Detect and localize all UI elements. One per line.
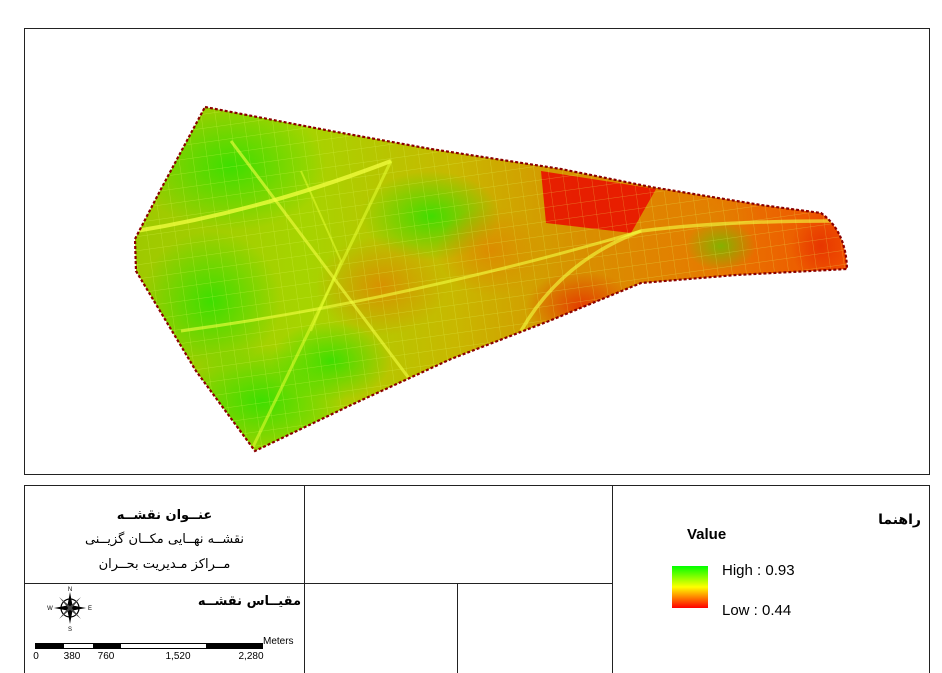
legend-field-name: Value [687, 526, 727, 543]
south-label: S [68, 627, 72, 632]
map-frame [24, 28, 930, 475]
map-title-line-2: مــراکز مـدیریت بحــران [98, 557, 231, 572]
scale-tick: 0 [33, 651, 39, 662]
north-label: N [68, 587, 72, 593]
divider [457, 583, 458, 673]
compass-rose-icon: N S E W [47, 587, 92, 632]
legend-title: راهنما [878, 512, 921, 528]
divider [25, 583, 304, 584]
study-area-boundary [133, 105, 849, 453]
scale-tick: 380 [63, 651, 81, 662]
divider [304, 486, 305, 673]
scale-units: Meters [263, 636, 294, 647]
scale-bar [35, 643, 263, 649]
scale-title: مقیــاس نقشــه [197, 594, 301, 609]
divider [612, 486, 613, 673]
raster-surface [135, 107, 847, 451]
map-title-line-1: نقشــه نهــایی مکــان گزیــنی [84, 532, 245, 547]
divider [304, 583, 612, 584]
layout-table: عنــوان نقشــه نقشــه نهــایی مکــان گزی… [24, 485, 930, 673]
legend-high-label: High : 0.93 [722, 562, 795, 579]
west-label: W [47, 606, 53, 612]
scale-tick: 760 [97, 651, 115, 662]
scale-tick: 1,520 [165, 651, 191, 662]
map-canvas[interactable] [25, 29, 928, 473]
legend-color-ramp [672, 566, 708, 608]
map-title-heading: عنــوان نقشــه [116, 508, 213, 523]
scale-tick: 2,280 [238, 651, 264, 662]
legend-low-label: Low : 0.44 [722, 602, 792, 619]
east-label: E [88, 606, 92, 612]
